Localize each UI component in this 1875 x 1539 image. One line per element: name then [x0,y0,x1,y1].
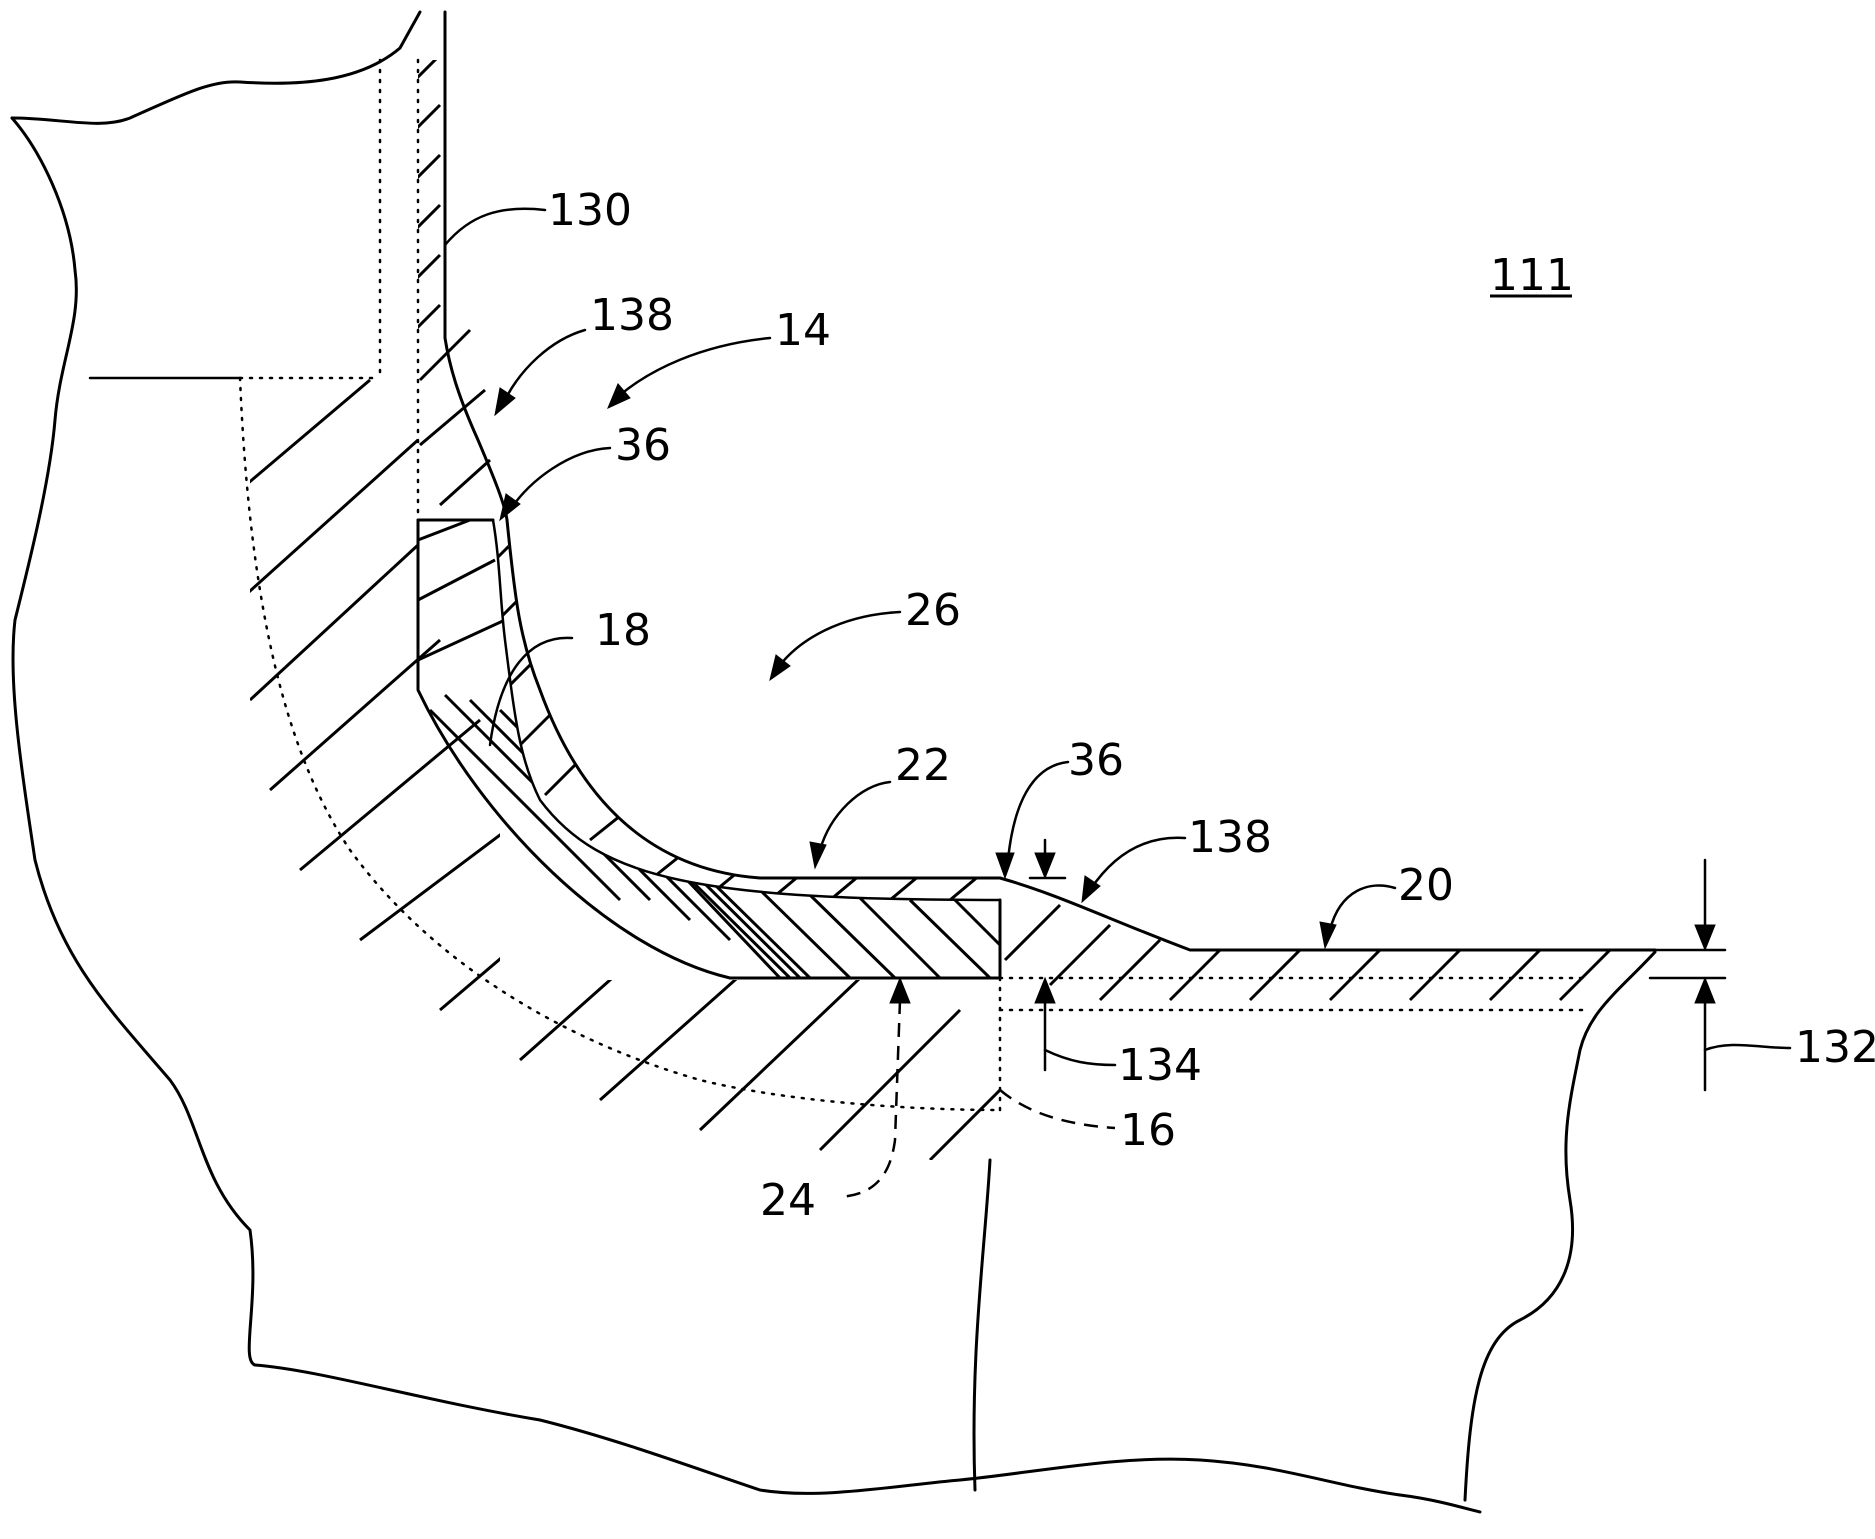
leader-36-right [996,762,1068,878]
label-138-right: 138 [1188,812,1272,863]
break-line-right [974,952,1655,1500]
label-130: 130 [548,185,632,236]
leader-20 [1320,885,1395,948]
figure-number: 111 [1490,250,1574,301]
leader-26 [770,612,900,680]
leader-36-top [500,448,610,520]
label-132: 132 [1795,1022,1875,1073]
fillet-coating [493,520,1000,900]
label-36-right: 36 [1068,735,1124,786]
backing-hatch [240,380,1000,1160]
leader-22 [810,782,890,868]
leader-24 [840,978,910,1197]
label-14: 14 [775,305,831,356]
label-36-top: 36 [615,420,671,471]
label-18: 18 [595,605,651,656]
leader-138-top [495,330,585,415]
label-134: 134 [1118,1040,1202,1091]
leader-138-right [1082,838,1185,902]
leader-16 [1000,1090,1115,1128]
leader-134 [1045,1050,1115,1065]
break-line-bottom [255,1365,1480,1512]
leader-18 [490,638,572,745]
substrate-outline [90,378,1590,1110]
leader-130 [445,209,545,245]
dimension-134 [1030,840,1065,1070]
break-line-left [12,12,420,1365]
label-138-top: 138 [590,290,674,341]
leader-14 [608,338,770,408]
coating-wall [380,12,507,520]
label-20: 20 [1398,860,1454,911]
label-24: 24 [760,1175,816,1226]
dimension-132 [1650,860,1790,1090]
label-16: 16 [1120,1105,1176,1156]
label-22: 22 [895,740,951,791]
label-26: 26 [905,585,961,636]
